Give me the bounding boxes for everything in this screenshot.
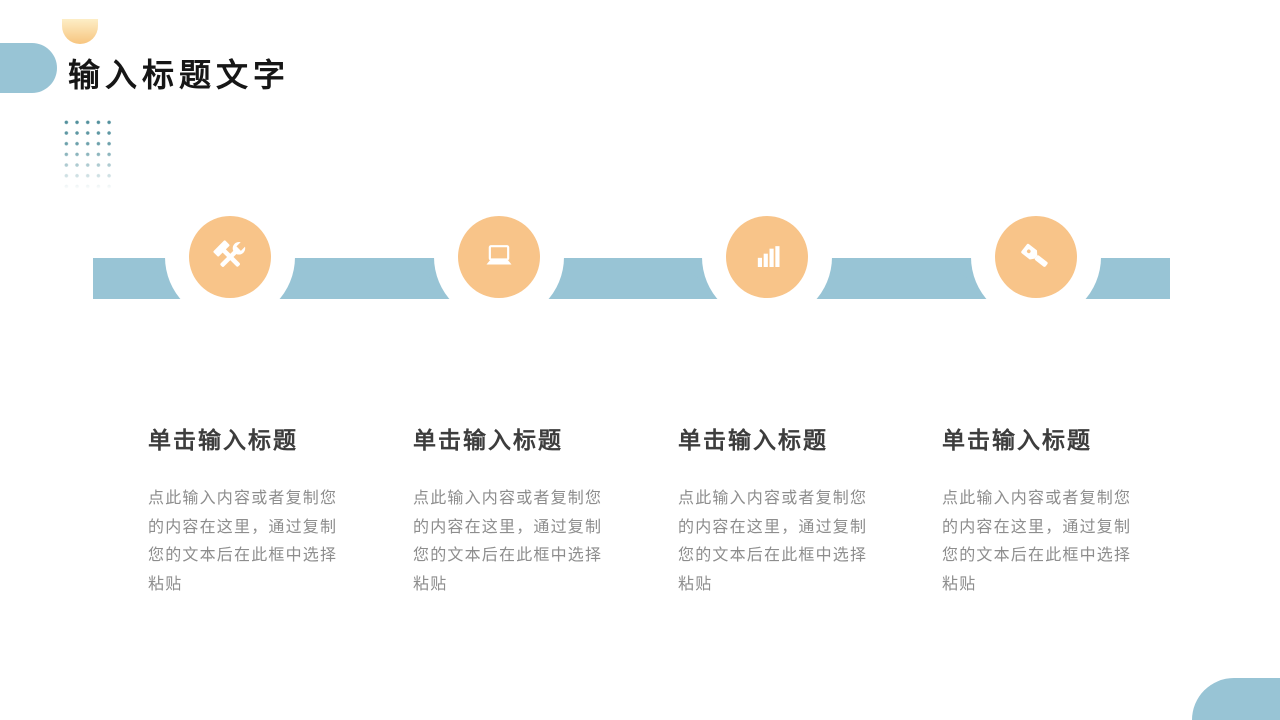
sun-half-circle-decoration [62,19,98,44]
step-heading[interactable]: 单击输入标题 [413,427,563,453]
step-text-1: 单击输入标题 点此输入内容或者复制您的内容在这里，通过复制您的文本后在此框中选择… [148,426,353,599]
step-body[interactable]: 点此输入内容或者复制您的内容在这里，通过复制您的文本后在此框中选择粘贴 [942,490,1132,593]
step-body[interactable]: 点此输入内容或者复制您的内容在这里，通过复制您的文本后在此框中选择粘贴 [413,490,603,593]
bar-chart-icon [747,237,787,277]
ribbon-stem-slit [763,312,770,358]
step-heading[interactable]: 单击输入标题 [678,427,828,453]
flashlight-icon [1016,237,1056,277]
corner-pill-decoration [1192,678,1280,720]
step-body[interactable]: 点此输入内容或者复制您的内容在这里，通过复制您的文本后在此框中选择粘贴 [148,490,338,593]
step-body[interactable]: 点此输入内容或者复制您的内容在这里，通过复制您的文本后在此框中选择粘贴 [678,490,868,593]
step-text-2: 单击输入标题 点此输入内容或者复制您的内容在这里，通过复制您的文本后在此框中选择… [413,426,618,599]
step-text-4: 单击输入标题 点此输入内容或者复制您的内容在这里，通过复制您的文本后在此框中选择… [942,426,1147,599]
tools-icon [210,237,250,277]
step-heading[interactable]: 单击输入标题 [148,427,298,453]
page-title[interactable]: 输入标题文字 [68,57,291,93]
ribbon-stem-slit [495,312,502,358]
step-circle-4 [995,216,1077,298]
ribbon-stem-slit [226,312,233,358]
dot-grid-decoration [60,116,112,190]
step-heading[interactable]: 单击输入标题 [942,427,1092,453]
laptop-icon [479,237,519,277]
step-circle-1 [189,216,271,298]
blue-pill-decoration [0,43,57,93]
step-text-3: 单击输入标题 点此输入内容或者复制您的内容在这里，通过复制您的文本后在此框中选择… [678,426,883,599]
step-circle-3 [726,216,808,298]
ribbon-stem-slit [1032,312,1039,358]
step-circle-2 [458,216,540,298]
